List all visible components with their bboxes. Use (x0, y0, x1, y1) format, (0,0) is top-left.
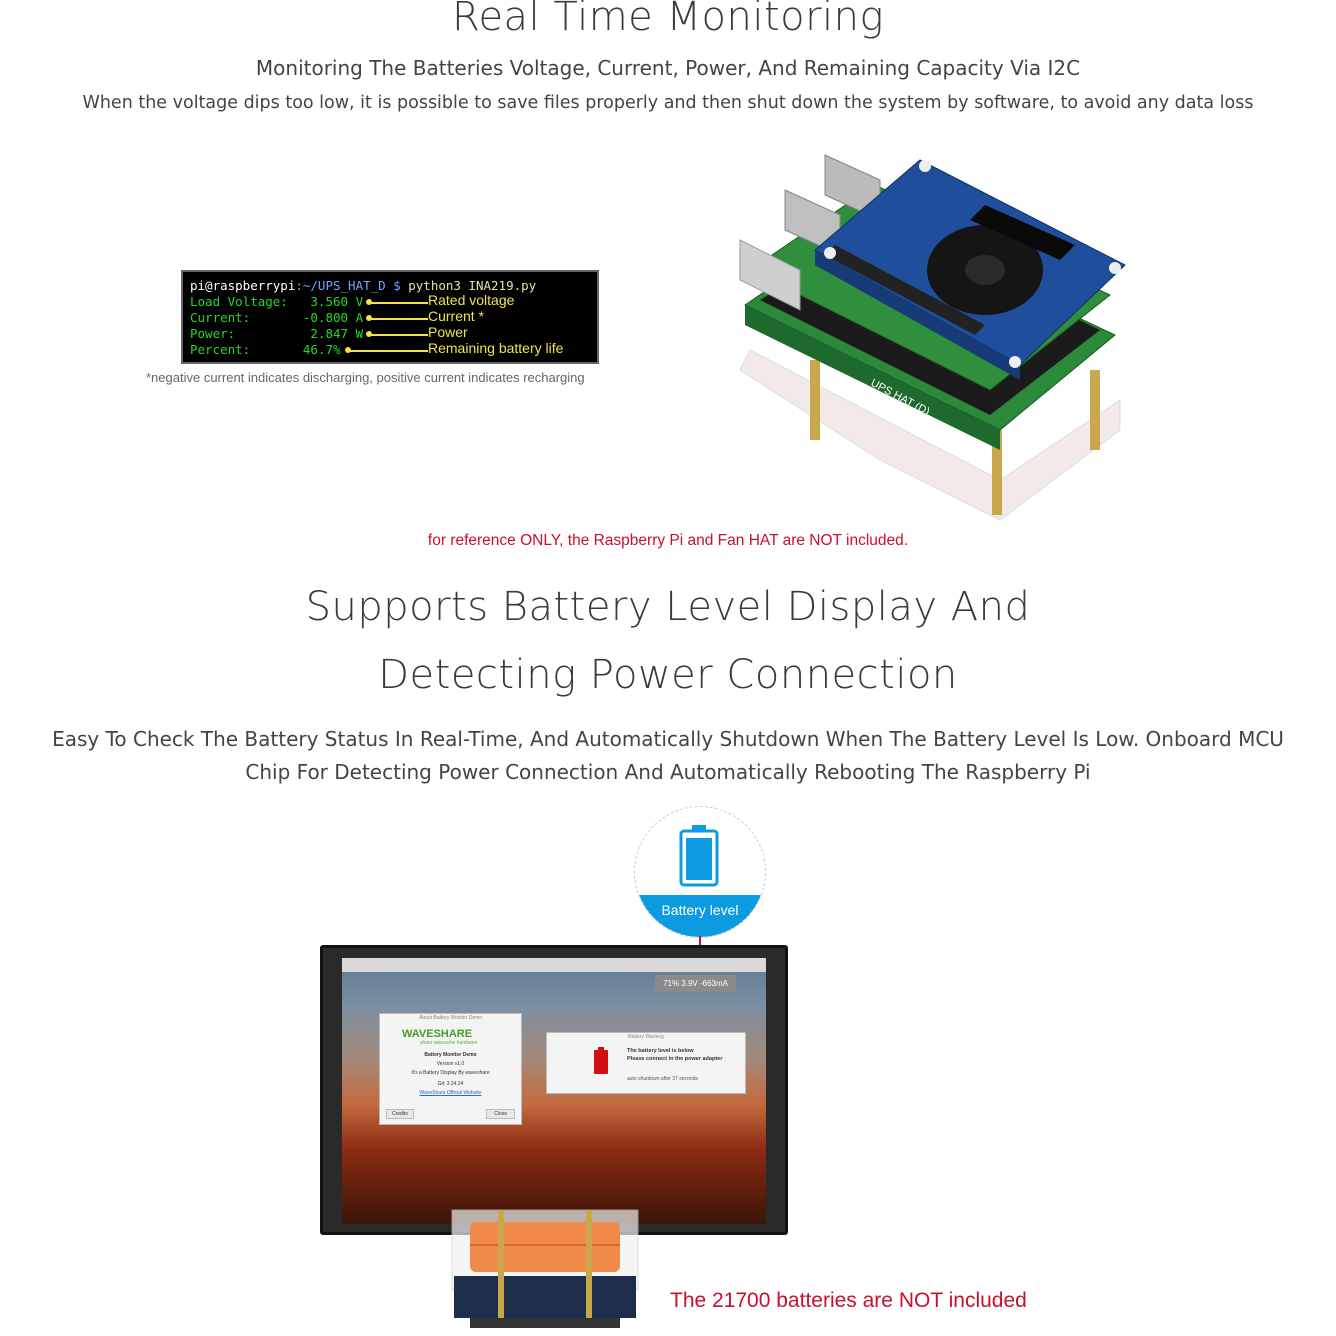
annotation-rated-voltage: Rated voltage (428, 292, 515, 308)
about-date: Git: 3.24.24 (437, 1081, 464, 1087)
reference-note: for reference ONLY, the Raspberry Pi and… (427, 532, 909, 549)
battery-level-label: Battery level (635, 895, 765, 937)
annotation-power: Power (428, 324, 468, 340)
about-website-link[interactable]: WaveShare Official Website (419, 1090, 482, 1096)
section2-title-line2: Detecting Power Connection (378, 652, 958, 698)
annotation-current: Current * (428, 308, 485, 324)
about-window-titlebar: About Battery Monitor Demo (418, 1015, 483, 1021)
terminal-prompt: pi@raspberrypi:~/UPS_HAT_D $ python3 INA… (190, 278, 537, 293)
desktop-taskbar (342, 958, 766, 972)
terminal-output: pi@raspberrypi:~/UPS_HAT_D $ python3 INA… (181, 270, 599, 364)
section1-subtitle: Monitoring The Batteries Voltage, Curren… (255, 56, 1081, 80)
battery-level-badge: Battery level (634, 806, 766, 938)
section2-description-line2: Chip For Detecting Power Connection And … (245, 760, 1091, 784)
warning-message-line2: Please connect in the power adapter (627, 1056, 723, 1062)
section1-title: Real Time Monitoring (451, 0, 885, 40)
warning-message-line1: The battery level is below (627, 1048, 694, 1054)
section2-description-line1: Easy To Check The Battery Status In Real… (52, 727, 1284, 751)
low-battery-icon (594, 1047, 608, 1074)
warning-window-titlebar: Battery Warning (628, 1034, 664, 1040)
about-app-name: Battery Monitor Demo (424, 1052, 477, 1058)
close-button[interactable]: Close (486, 1109, 515, 1119)
terminal-row-percent: Percent: 46.7%Remaining battery life (190, 340, 564, 357)
desktop-screen: 71% 3.9V -663mA About Battery Monitor De… (342, 958, 766, 1224)
waveshare-logo: WAVESHARE (402, 1028, 473, 1040)
about-window: About Battery Monitor Demo WAVESHARE sha… (379, 1013, 522, 1125)
battery-status-readout: 71% 3.9V -663mA (655, 975, 736, 992)
waveshare-tagline: share awesome hardware (420, 1040, 478, 1046)
ups-hat-stack-illustration: UPS HAT (D) (739, 154, 1126, 521)
annotation-remaining-life: Remaining battery life (428, 340, 564, 356)
section2-title-line1: Supports Battery Level Display And (305, 584, 1031, 630)
shutdown-countdown: auto shutdown after 37 seconds (627, 1076, 698, 1082)
battery-warning-window: Battery Warning The battery level is bel… (546, 1032, 746, 1094)
ups-battery-case (451, 1209, 639, 1328)
about-version: Version v1.0 (436, 1061, 465, 1067)
about-desc: It's a Battery Display By waveshare (411, 1070, 490, 1076)
credits-button[interactable]: Credits (386, 1109, 414, 1119)
section1-description: When the voltage dips too low, it is pos… (82, 93, 1254, 113)
monitor-frame: 71% 3.9V -663mA About Battery Monitor De… (320, 945, 788, 1235)
terminal-footnote: *negative current indicates discharging,… (146, 370, 585, 385)
battery-icon (679, 825, 719, 887)
batteries-not-included-note: The 21700 batteries are NOT included (670, 1289, 1027, 1312)
